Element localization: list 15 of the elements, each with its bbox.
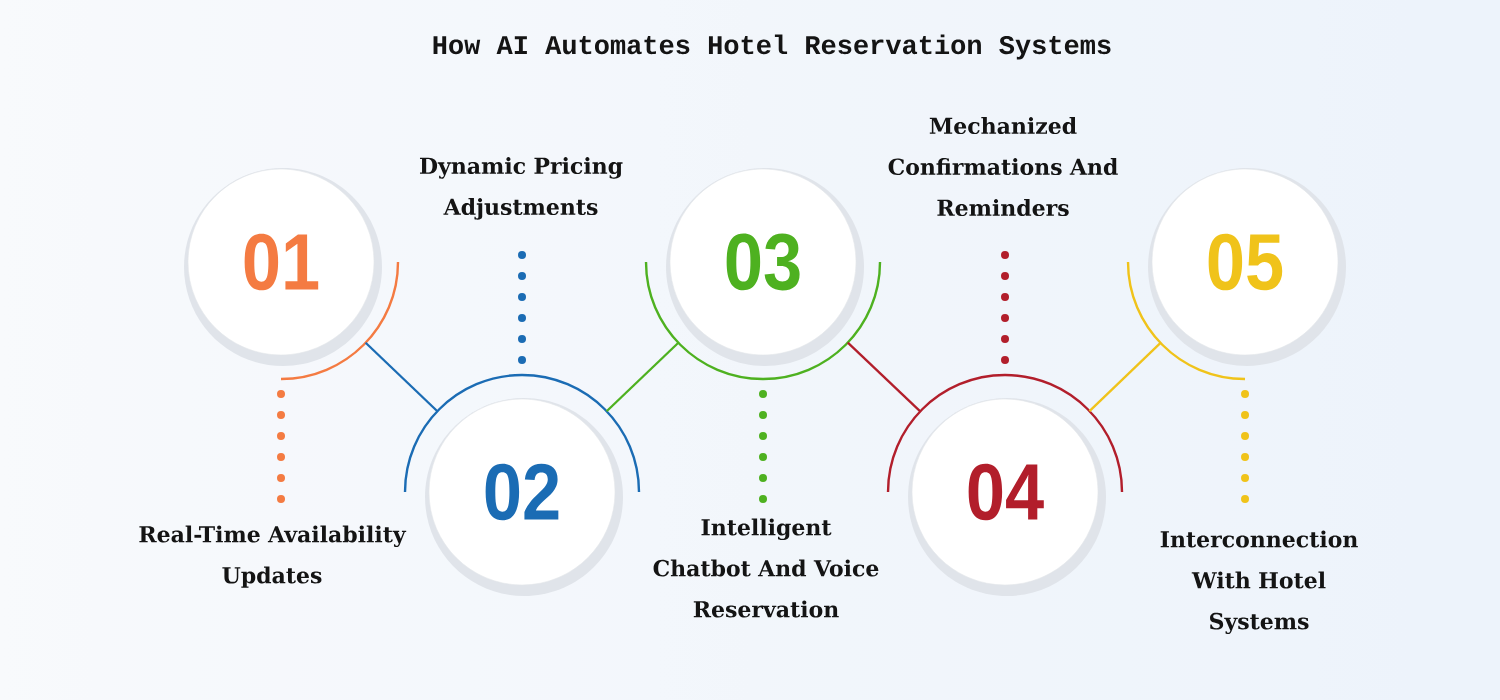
step-label: Mechanized Confirmations And Reminders — [888, 117, 1118, 217]
dotted-line — [277, 390, 285, 504]
connector-line — [847, 341, 921, 413]
dotted-line — [759, 390, 767, 504]
dotted-line — [1241, 390, 1249, 504]
step-label: Real-Time Availability Updates — [139, 525, 407, 588]
connector-line — [364, 341, 439, 413]
step-label: Intelligent Chatbot And Voice Reservation — [653, 518, 879, 618]
step-label: Interconnection With Hotel Systems — [1160, 530, 1358, 635]
dotted-line — [1001, 250, 1009, 364]
step-label: Dynamic Pricing Adjustments — [420, 157, 623, 220]
dotted-line — [518, 250, 526, 364]
connector-line — [605, 341, 680, 413]
title: How AI Automates Hotel Reservation Systems — [433, 34, 1111, 60]
connector-line — [1088, 342, 1162, 412]
